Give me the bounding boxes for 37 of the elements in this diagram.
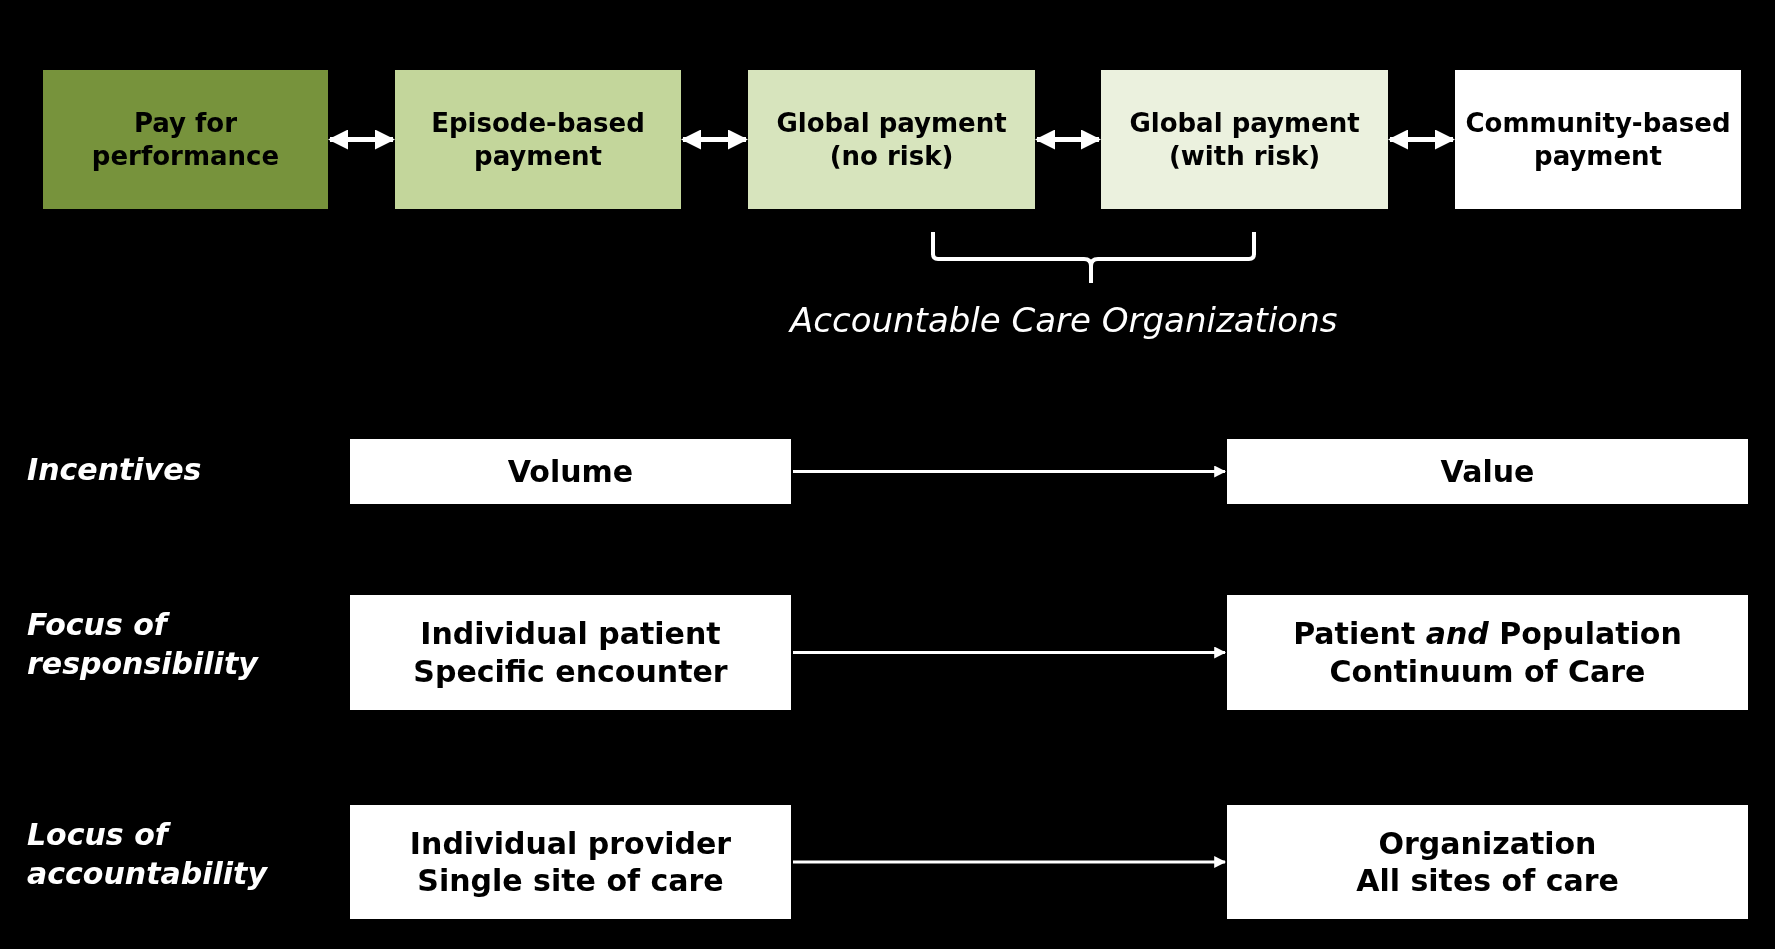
double-arrow	[681, 129, 748, 150]
box-text: Organization	[1378, 824, 1597, 862]
box-text: Global payment (no risk)	[775, 107, 1008, 172]
row-label: Focus of responsibility	[27, 606, 260, 683]
payment-model-box	[395, 70, 681, 209]
arrow	[793, 646, 1227, 659]
arrow	[793, 465, 1227, 478]
box-text: Community-based payment	[1465, 107, 1731, 172]
attribute-box	[1227, 439, 1748, 504]
payment-model-box	[1101, 70, 1388, 209]
box-text: Specific encounter	[413, 652, 728, 690]
attribute-box	[350, 595, 791, 710]
payment-model-box	[748, 70, 1035, 209]
group-label: Accountable Care Organizations	[790, 299, 1338, 342]
row-label: Incentives	[27, 451, 202, 489]
box-text: Global payment (with risk)	[1128, 107, 1361, 172]
box-text: Episode-based payment	[430, 107, 646, 172]
double-arrow	[1035, 129, 1101, 150]
double-arrow	[328, 129, 395, 150]
payment-model-box	[43, 70, 328, 209]
box-text: Value	[1440, 452, 1535, 491]
box-text: Individual patient	[420, 615, 721, 653]
row-label: Locus of accountability	[27, 816, 269, 893]
box-text: Single site of care	[417, 862, 724, 900]
box-text: Patient and Population	[1293, 615, 1682, 653]
double-arrow	[1388, 129, 1455, 150]
attribute-box	[350, 805, 791, 919]
box-text: Continuum of Care	[1329, 652, 1646, 690]
attribute-box	[350, 439, 791, 504]
box-text: All sites of care	[1356, 862, 1619, 900]
arrow	[793, 856, 1227, 868]
box-text: Volume	[507, 452, 634, 491]
box-text: Pay for performance	[90, 107, 281, 172]
payment-model-box	[1455, 70, 1741, 209]
attribute-box	[1227, 595, 1748, 710]
box-text: Individual provider	[409, 824, 732, 862]
attribute-box	[1227, 805, 1748, 919]
